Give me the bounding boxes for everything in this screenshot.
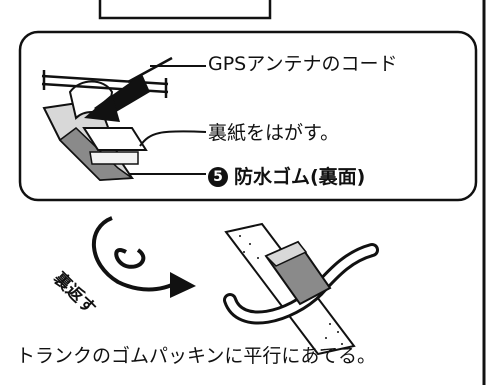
left-spacer [0, 0, 22, 270]
waterproof-pad [89, 151, 139, 165]
insert-arrow-head [84, 94, 120, 122]
cable-label: GPSアンテナのコード [208, 53, 398, 75]
pointer-line [127, 56, 173, 84]
peel-paper-label: 裏紙をはがす。 [208, 122, 340, 144]
flip-arrow [92, 216, 196, 298]
instruction-text: トランクのゴムパッキンに平行にあてる。 [16, 345, 377, 367]
gasket-texture [239, 235, 343, 345]
flip-loop [114, 248, 146, 269]
gasket-illustration [223, 222, 379, 356]
flip-curve [92, 216, 179, 292]
waterproof-rubber-label: 5 防水ゴム(裏面) [208, 167, 365, 187]
step-number-badge: 5 [208, 167, 228, 187]
waterproof-rubber-text: 防水ゴム(裏面) [234, 165, 366, 188]
backing-paper [82, 127, 148, 151]
flip-arrow-head [170, 272, 196, 298]
top-partial-frame [98, 0, 272, 20]
leader-peel [139, 130, 207, 147]
